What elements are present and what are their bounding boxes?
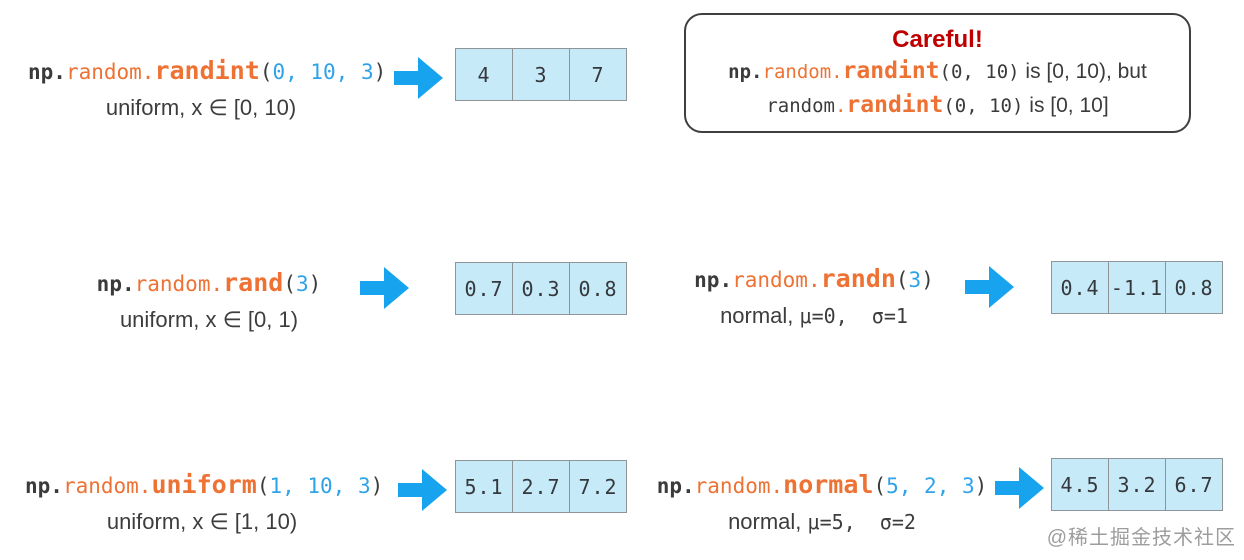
right-arrow-shape — [394, 57, 443, 99]
code-func: rand — [223, 268, 284, 297]
code-args: 0, 10, 3 — [272, 60, 374, 84]
code-module: random. — [694, 474, 784, 498]
caption-randint: uniform, x ∈ [0, 10) — [105, 95, 297, 120]
code-uniform: np.random.uniform(1, 10, 3) — [25, 470, 383, 501]
code-prefix: np. — [25, 474, 63, 498]
array-cell: -1.1 — [1108, 262, 1165, 313]
right-arrow-icon — [995, 466, 1045, 515]
right-arrow-icon — [394, 56, 444, 105]
code-func: randint — [154, 56, 260, 85]
array-rand: 0.7 0.3 0.8 — [455, 262, 627, 315]
code-func: randint — [842, 58, 940, 84]
careful-note: is [0, 10), but — [1019, 60, 1147, 83]
array-cell: 7.2 — [569, 461, 626, 512]
code-func: normal — [783, 470, 874, 499]
code-func: uniform — [151, 470, 257, 499]
code-close-paren: ) — [370, 474, 384, 498]
code-module: random. — [65, 60, 155, 84]
block-randint: np.random.randint(0, 10, 3) uniform, x ∈… — [28, 56, 386, 121]
block-normal: np.random.normal(5, 2, 3) normal, μ=5, σ… — [655, 470, 989, 535]
code-prefix: random — [766, 95, 835, 117]
code-randn: np.random.randn(3) — [688, 264, 940, 295]
code-args: 1, 10, 3 — [269, 474, 371, 498]
code-open-paren: ( — [873, 474, 887, 498]
code-func: randn — [820, 264, 896, 293]
code-normal: np.random.normal(5, 2, 3) — [655, 470, 989, 501]
watermark: @稀土掘金技术社区 — [1046, 527, 1236, 549]
array-uniform: 5.1 2.7 7.2 — [455, 460, 627, 513]
code-open-paren: ( — [256, 474, 270, 498]
array-cell: 0.8 — [1165, 262, 1222, 313]
code-args: 3 — [296, 272, 309, 296]
code-prefix: np. — [694, 268, 733, 292]
right-arrow-shape — [398, 469, 447, 511]
caption-normal: normal, μ=5, σ=2 — [728, 509, 916, 534]
code-close-paren: ) — [974, 474, 988, 498]
code-args: 5, 2, 3 — [886, 474, 975, 498]
code-func: randint — [846, 92, 944, 118]
code-open-paren: ( — [895, 268, 909, 292]
code-module: . — [834, 95, 847, 117]
right-arrow-icon — [965, 265, 1015, 314]
careful-line-1: np.random.randint(0, 10) is [0, 10), but — [686, 55, 1189, 89]
array-normal: 4.5 3.2 6.7 — [1051, 458, 1223, 511]
block-rand: np.random.rand(3) uniform, x ∈ [0, 1) — [95, 268, 323, 333]
right-arrow-shape — [965, 266, 1014, 308]
array-cell: 0.8 — [569, 263, 626, 314]
right-arrow-icon — [398, 468, 448, 517]
right-arrow-shape — [360, 267, 409, 309]
code-prefix: np. — [28, 60, 66, 84]
array-randint: 4 3 7 — [455, 48, 627, 101]
array-cell: 0.7 — [456, 263, 512, 314]
code-prefix: np. — [656, 474, 695, 498]
right-arrow-icon — [360, 266, 410, 315]
array-cell: 5.1 — [456, 461, 512, 512]
array-cell: 6.7 — [1165, 459, 1222, 510]
array-cell: 4.5 — [1052, 459, 1108, 510]
right-arrow-shape — [995, 467, 1044, 509]
code-args: (0, 10) — [943, 95, 1024, 117]
careful-title: Careful! — [892, 26, 983, 53]
code-args: (0, 10) — [939, 61, 1020, 83]
code-prefix: np. — [96, 272, 135, 296]
careful-box: Careful! np.random.randint(0, 10) is [0,… — [684, 13, 1191, 133]
code-close-paren: ) — [308, 272, 322, 296]
code-args: 3 — [908, 268, 922, 292]
code-module: random. — [62, 474, 152, 498]
array-cell: 7 — [569, 49, 626, 100]
array-cell: 2.7 — [512, 461, 569, 512]
code-open-paren: ( — [259, 60, 273, 84]
array-cell: 0.3 — [512, 263, 569, 314]
code-module: random. — [732, 268, 821, 292]
code-rand: np.random.rand(3) — [95, 268, 323, 299]
code-close-paren: ) — [921, 268, 934, 292]
code-open-paren: ( — [283, 272, 296, 296]
caption-uniform: uniform, x ∈ [1, 10) — [106, 509, 298, 534]
array-cell: 0.4 — [1052, 262, 1108, 313]
caption-rand: uniform, x ∈ [0, 1) — [119, 307, 299, 332]
array-cell: 4 — [456, 49, 512, 100]
careful-line-2: random.randint(0, 10) is [0, 10] — [686, 89, 1189, 123]
block-randn: np.random.randn(3) normal, μ=0, σ=1 — [688, 264, 940, 329]
array-cell: 3.2 — [1108, 459, 1165, 510]
block-uniform: np.random.uniform(1, 10, 3) uniform, x ∈… — [25, 470, 383, 535]
array-randn: 0.4 -1.1 0.8 — [1051, 261, 1223, 314]
code-module: random. — [762, 61, 843, 83]
code-close-paren: ) — [373, 60, 387, 84]
code-prefix: np. — [728, 61, 763, 83]
caption-randn: normal, μ=0, σ=1 — [720, 303, 908, 328]
code-module: random. — [134, 272, 224, 296]
careful-note: is [0, 10] — [1023, 94, 1109, 117]
code-randint: np.random.randint(0, 10, 3) — [28, 56, 386, 87]
array-cell: 3 — [512, 49, 569, 100]
